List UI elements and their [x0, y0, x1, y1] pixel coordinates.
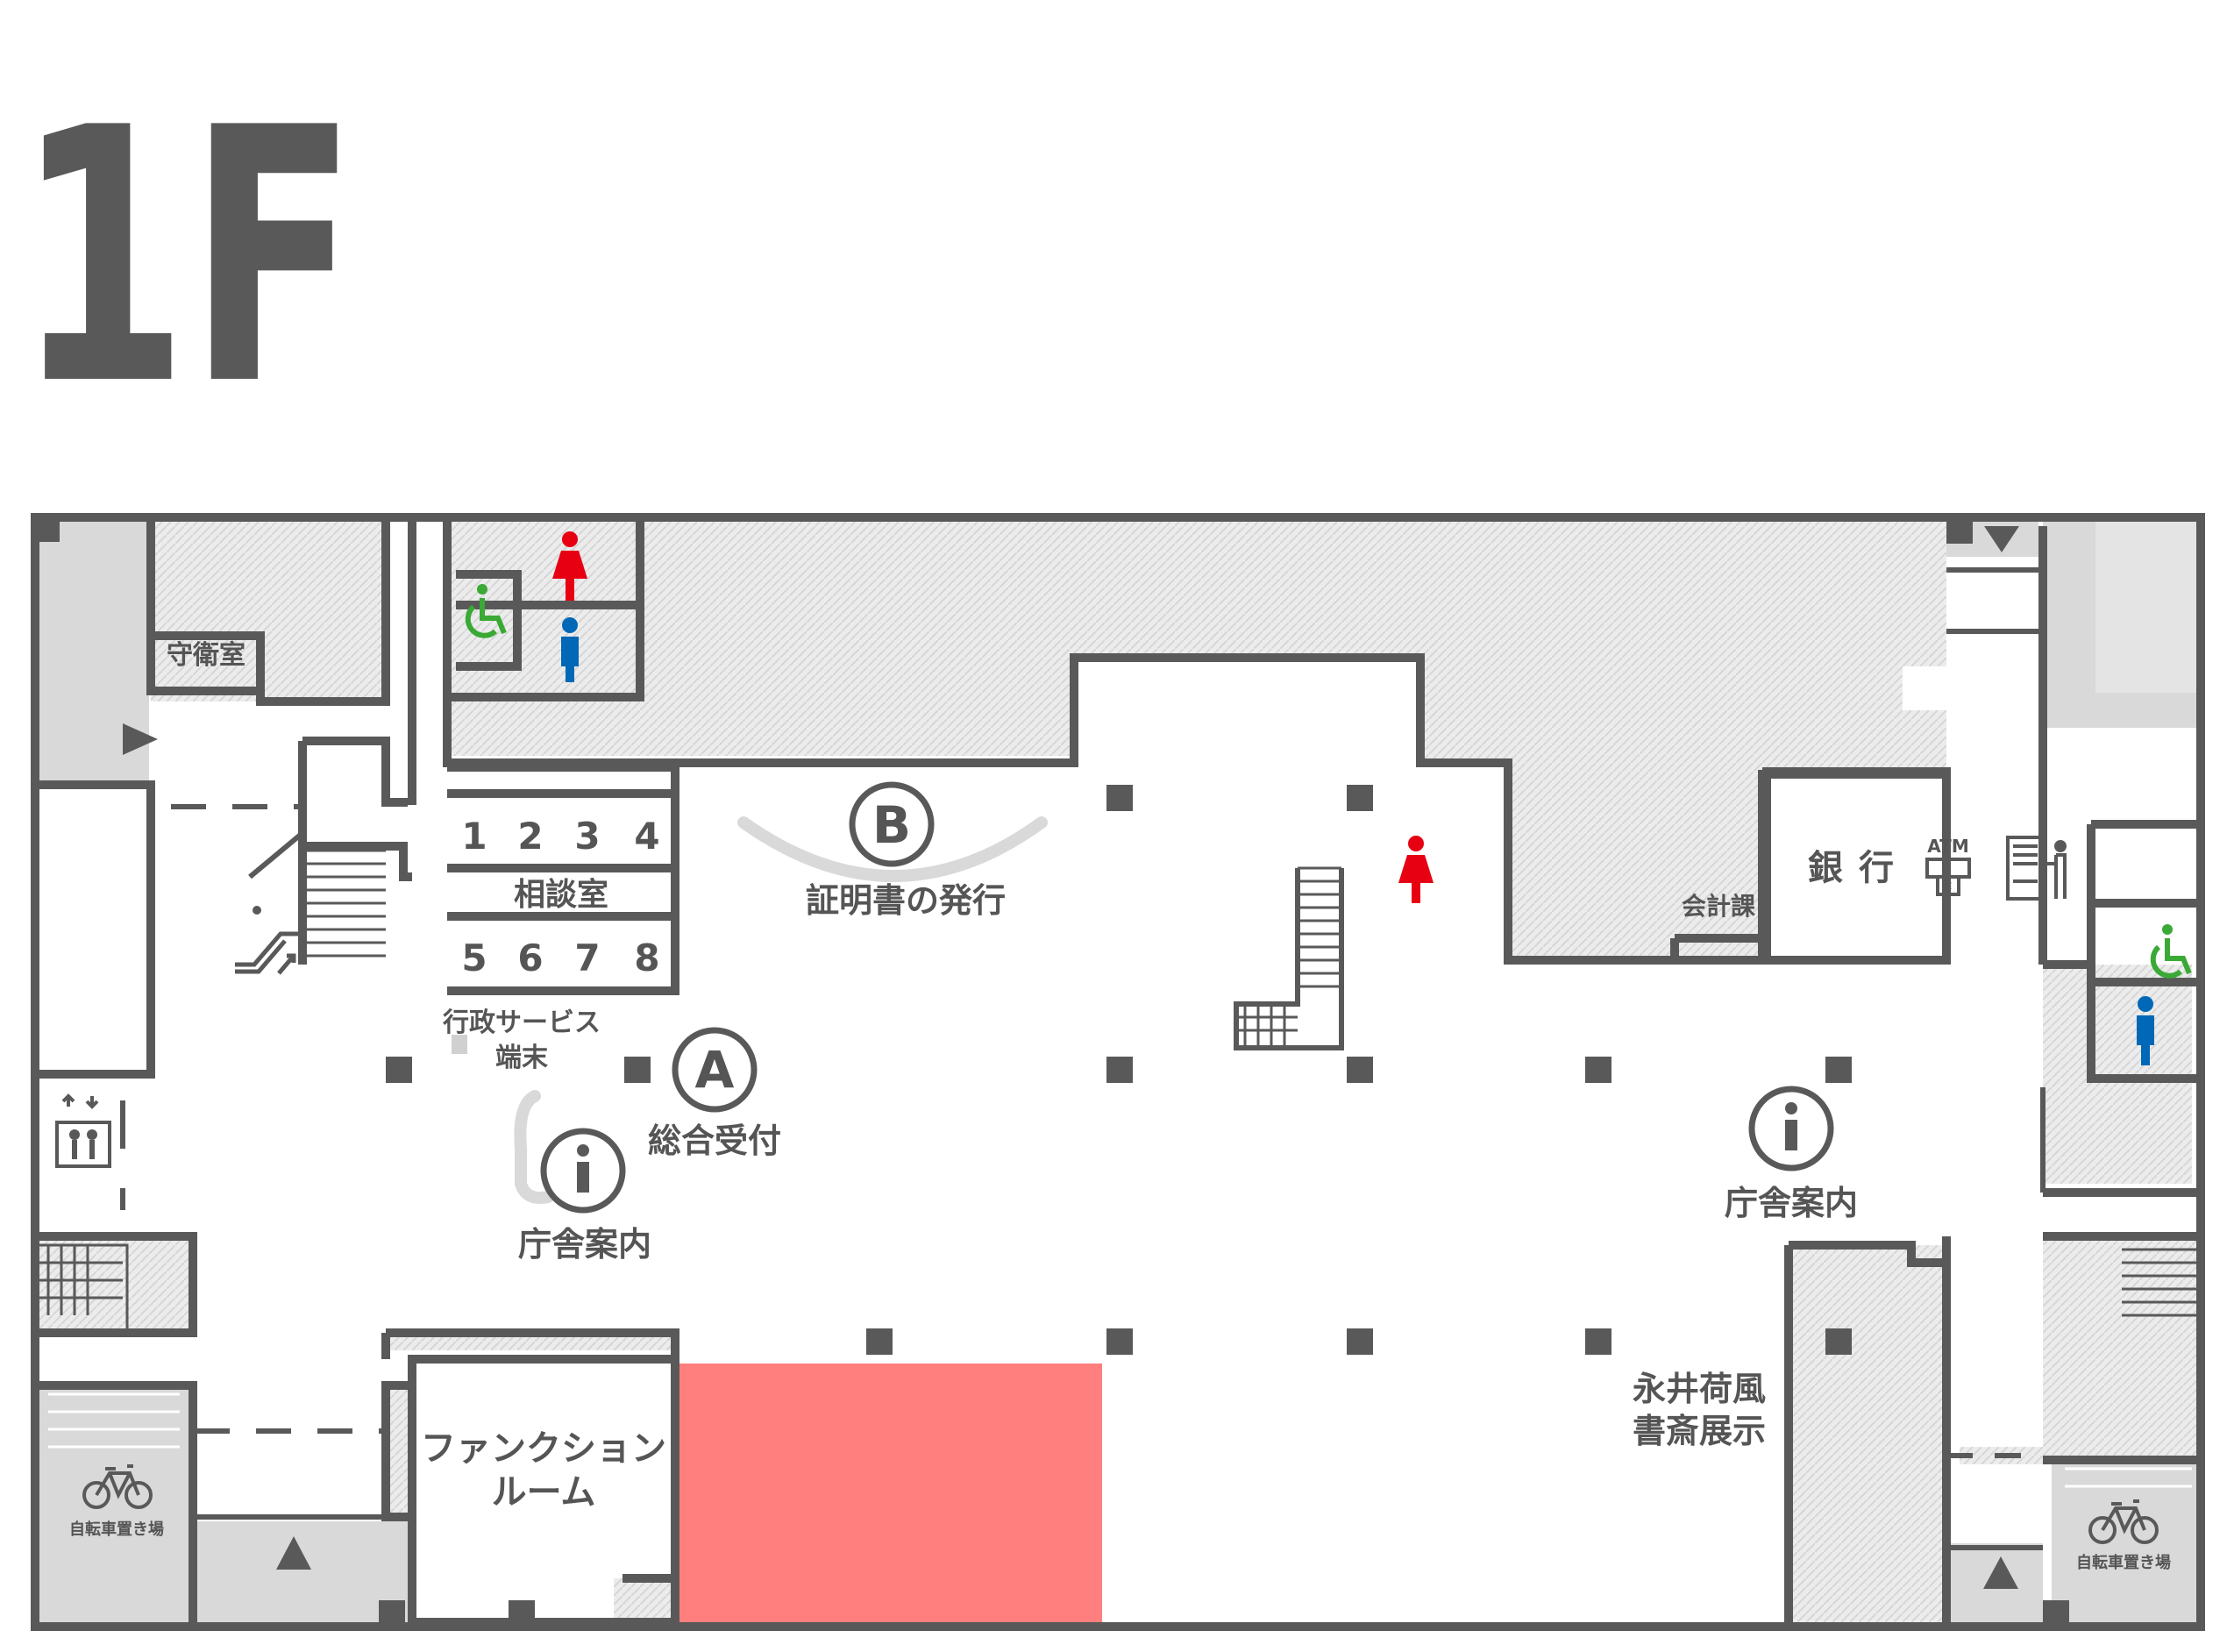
- certificate-marker: B: [872, 795, 911, 855]
- bank-label: 銀行: [1808, 848, 1910, 888]
- entrance-arrow-icon: [123, 723, 158, 755]
- highlighted-area[interactable]: [677, 1364, 1102, 1622]
- hatched-areas: [35, 517, 2201, 1622]
- admin-terminal-label-line1: 行政サービス: [442, 1008, 601, 1038]
- information-left-label: 庁舎案内: [518, 1225, 651, 1264]
- booth-7: 7: [574, 936, 600, 979]
- certificate-label: 証明書の発行: [806, 881, 1006, 920]
- exhibit-label-line1: 永井荷風: [1633, 1370, 1766, 1408]
- booth-4: 4: [634, 815, 659, 858]
- accounting-label: 会計課: [1682, 892, 1756, 921]
- certificate-marker-circle: [849, 781, 935, 867]
- stairs: [35, 830, 2201, 1333]
- pillars: [33, 516, 2069, 1627]
- floor-title: 1F: [16, 54, 358, 462]
- guard-room-label: 守衛室: [167, 640, 245, 671]
- accessible-restroom-icon: [465, 584, 2192, 979]
- reception-marker-circle: [672, 1027, 758, 1113]
- male-restroom-icon: [561, 617, 2154, 1065]
- booth-1: 1: [461, 815, 487, 858]
- entrance-arrow-icon: [276, 1536, 311, 1570]
- reception-counter: [514, 1090, 554, 1204]
- reception-marker: A: [695, 1040, 735, 1100]
- atm-icon: ¥: [1925, 858, 1971, 896]
- entrance-arrow-icon: [1984, 526, 2019, 552]
- bicycle-icon: [82, 1464, 2159, 1544]
- counters: [514, 816, 1048, 1204]
- booth-6: 6: [517, 936, 543, 979]
- marker-circles: [672, 781, 935, 1113]
- bike-parking-left-label: 自転車置き場: [69, 1520, 164, 1539]
- bike-parking-stripes: [48, 1392, 2192, 1488]
- escalator-icon: [235, 906, 298, 975]
- consultation-room-label: 相談室: [514, 877, 608, 913]
- entrance-arrow-icon: [1983, 1556, 2018, 1589]
- atm-label: ATM: [1927, 836, 1968, 857]
- certificate-counter: [737, 816, 1048, 882]
- reception-label: 総合受付: [648, 1122, 781, 1160]
- admin-terminal-label-line2: 端末: [495, 1043, 548, 1073]
- female-restroom-icon: [552, 531, 1434, 903]
- walls: [31, 513, 2205, 1631]
- elevator-icon: [55, 1093, 111, 1168]
- bike-parking-right-label: 自転車置き場: [2076, 1553, 2171, 1572]
- exhibit-label-line2: 書斎展示: [1633, 1412, 1766, 1450]
- svg-text:¥: ¥: [1945, 881, 1953, 895]
- floor-label: 1F: [16, 54, 358, 462]
- information-right-label: 庁舎案内: [1725, 1184, 1858, 1222]
- entrance-arrows: [123, 526, 2019, 1589]
- labels: 守衛室 1 2 3 4 相談室 5 6 7 8 行政サービス 端末 A 総合受付…: [69, 640, 2171, 1572]
- function-room-label-line1: ファンクション: [421, 1428, 666, 1469]
- information-icon: [540, 1086, 1834, 1214]
- booth-5: 5: [461, 936, 487, 979]
- booth-8: 8: [634, 936, 659, 979]
- function-room-label-line2: ルーム: [492, 1472, 596, 1513]
- booth-3: 3: [574, 815, 600, 858]
- ticket-machine-icon: [2006, 836, 2067, 901]
- booth-2: 2: [517, 815, 543, 858]
- restroom-icons: [465, 531, 2192, 1065]
